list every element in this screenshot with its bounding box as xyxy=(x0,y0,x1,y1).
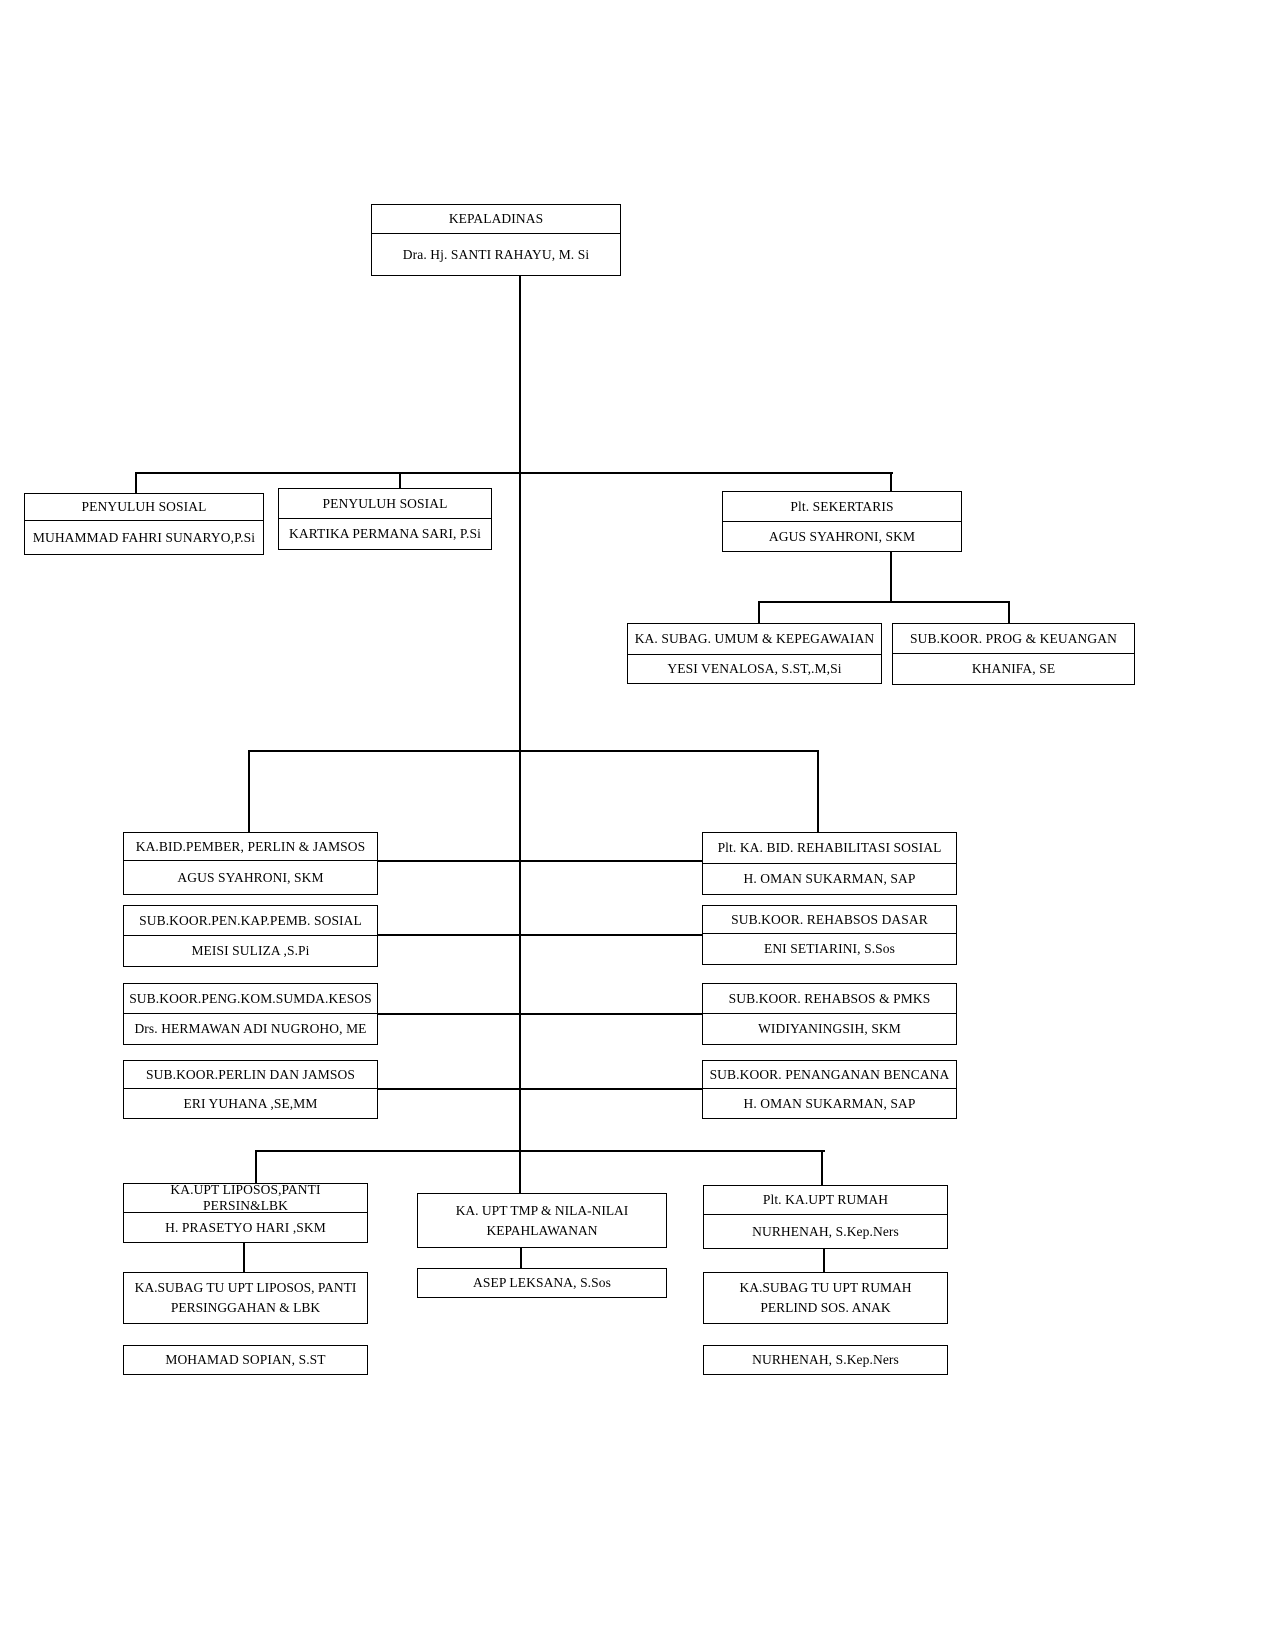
node-upt-liposos: KA.UPT LIPOSOS,PANTI PERSIN&LBK H. PRASET… xyxy=(123,1182,368,1243)
person-name: KHANIFA, SE xyxy=(971,661,1056,677)
connector-line xyxy=(519,276,521,1193)
person-name: Drs. HERMAWAN ADI NUGROHO, ME xyxy=(134,1021,367,1037)
connector-line xyxy=(758,601,1010,603)
node-subag-tu-rumah: KA.SUBAG TU UPT RUMAH PERLIND SOS. ANAK xyxy=(703,1272,948,1324)
position-title: KA.BID.PEMBER, PERLIN & JAMSOS xyxy=(124,833,377,861)
position-title: Plt. SEKERTARIS xyxy=(723,492,961,522)
node-subag-umum: KA. SUBAG. UMUM & KEPEGAWAIAN YESI VENALO… xyxy=(627,623,882,684)
connector-line xyxy=(378,1088,704,1090)
position-title: KA. SUBAG. UMUM & KEPEGAWAIAN xyxy=(628,624,881,655)
person-name: MUHAMMAD FAHRI SUNARYO,P.Si xyxy=(32,529,256,545)
position-title-multiline: KA.SUBAG TU UPT LIPOSOS, PANTI PERSINGGAH… xyxy=(124,1273,367,1323)
connector-line xyxy=(255,1150,825,1152)
node-sekertaris: Plt. SEKERTARIS AGUS SYAHRONI, SKM xyxy=(722,491,962,552)
position-title: SUB.KOOR. PENANGANAN BENCANA xyxy=(703,1061,956,1089)
person-name: KARTIKA PERMANA SARI, P.Si xyxy=(289,526,481,542)
node-upt-tmp: KA. UPT TMP & NILA-NILAI KEPAHLAWANAN xyxy=(417,1193,667,1248)
person-name: AGUS SYAHRONI, SKM xyxy=(768,528,916,544)
position-title: SUB.KOOR.PERLIN DAN JAMSOS xyxy=(124,1061,377,1089)
node-subkoor-perlin: SUB.KOOR.PERLIN DAN JAMSOS ERI YUHANA ,SE… xyxy=(123,1060,378,1119)
person-name: NURHENAH, S.Kep.Ners xyxy=(752,1223,899,1239)
connector-line xyxy=(378,934,704,936)
connector-line xyxy=(817,750,819,834)
position-title: SUB.KOOR. REHABSOS DASAR xyxy=(703,906,956,934)
node-asep: ASEP LEKSANA, S.Sos xyxy=(417,1268,667,1298)
node-kabid-rehab: Plt. KA. BID. REHABILITASI SOSIAL H. OMAN… xyxy=(702,832,957,895)
connector-line xyxy=(378,860,704,862)
position-title: KEPALADINAS xyxy=(372,205,620,234)
person-name: H. OMAN SUKARMAN, SAP xyxy=(743,871,916,887)
connector-line xyxy=(378,1013,704,1015)
title-line: KEPAHLAWANAN xyxy=(486,1222,598,1238)
connector-line xyxy=(135,472,137,495)
connector-line xyxy=(248,750,819,752)
node-mohamad: MOHAMAD SOPIAN, S.ST xyxy=(123,1345,368,1375)
connector-line xyxy=(243,1241,245,1274)
position-title: SUB.KOOR. REHABSOS & PMKS xyxy=(703,984,956,1014)
node-subkoor-pengkom: SUB.KOOR.PENG.KOM.SUMDA.KESOS Drs. HERMAW… xyxy=(123,983,378,1045)
position-title: PENYULUH SOSIAL xyxy=(25,494,263,521)
person-name: AGUS SYAHRONI, SKM xyxy=(177,869,324,885)
person-name: WIDIYANINGSIH, SKM xyxy=(758,1021,901,1037)
connector-line xyxy=(135,472,893,474)
position-title: Plt. KA. BID. REHABILITASI SOSIAL xyxy=(703,833,956,864)
person-name: H. OMAN SUKARMAN, SAP xyxy=(743,1095,916,1111)
node-subkoor-rehabsos-pmks: SUB.KOOR. REHABSOS & PMKS WIDIYANINGSIH, … xyxy=(702,983,957,1045)
position-title: SUB.KOOR.PENG.KOM.SUMDA.KESOS xyxy=(124,984,377,1014)
connector-line xyxy=(823,1247,825,1274)
person-name: Dra. Hj. SANTI RAHAYU, M. Si xyxy=(402,246,590,262)
node-penyuluh2: PENYULUH SOSIAL KARTIKA PERMANA SARI, P.S… xyxy=(278,488,492,550)
node-subkoor-rehabsos-dasar: SUB.KOOR. REHABSOS DASAR ENI SETIARINI, S… xyxy=(702,905,957,965)
node-subkoor-penkap: SUB.KOOR.PEN.KAP.PEMB. SOSIAL MEISI SULIZ… xyxy=(123,905,378,967)
connector-line xyxy=(758,601,760,625)
person-name: MOHAMAD SOPIAN, S.ST xyxy=(165,1352,326,1368)
node-kabid-pember: KA.BID.PEMBER, PERLIN & JAMSOS AGUS SYAHR… xyxy=(123,832,378,895)
node-subkoor-bencana: SUB.KOOR. PENANGANAN BENCANA H. OMAN SUKA… xyxy=(702,1060,957,1119)
position-title: Plt. KA.UPT RUMAH xyxy=(704,1186,947,1215)
title-line: KA. UPT TMP & NILA-NILAI xyxy=(455,1202,629,1218)
position-title: SUB.KOOR.PEN.KAP.PEMB. SOSIAL xyxy=(124,906,377,936)
position-title: KA.UPT LIPOSOS,PANTI PERSIN&LBK xyxy=(124,1182,367,1213)
connector-line xyxy=(399,472,401,490)
position-title: SUB.KOOR. PROG & KEUANGAN xyxy=(893,624,1134,654)
connector-line xyxy=(890,550,892,603)
person-name: ENI SETIARINI, S.Sos xyxy=(763,941,895,957)
node-subag-tu-liposos: KA.SUBAG TU UPT LIPOSOS, PANTI PERSINGGAH… xyxy=(123,1272,368,1324)
node-nurhenah: NURHENAH, S.Kep.Ners xyxy=(703,1345,948,1375)
position-title: PENYULUH SOSIAL xyxy=(279,489,491,519)
person-name: YESI VENALOSA, S.ST,.M,Si xyxy=(667,661,842,677)
person-name: ERI YUHANA ,SE,MM xyxy=(183,1095,318,1111)
connector-line xyxy=(1008,601,1010,625)
title-line: KA.SUBAG TU UPT RUMAH xyxy=(739,1280,912,1295)
connector-line xyxy=(255,1150,257,1185)
title-line: PERLIND SOS. ANAK xyxy=(760,1300,891,1315)
person-name: MEISI SULIZA ,S.Pi xyxy=(191,943,310,959)
connector-line xyxy=(821,1150,823,1187)
position-title-multiline: KA.SUBAG TU UPT RUMAH PERLIND SOS. ANAK xyxy=(704,1273,947,1323)
position-title-multiline: KA. UPT TMP & NILA-NILAI KEPAHLAWANAN xyxy=(418,1194,666,1247)
title-line: KA.SUBAG TU UPT LIPOSOS, PANTI xyxy=(134,1280,357,1295)
connector-line xyxy=(248,750,250,834)
person-name: ASEP LEKSANA, S.Sos xyxy=(473,1275,611,1291)
person-name: H. PRASETYO HARI ,SKM xyxy=(165,1219,326,1235)
node-subkoor-prog: SUB.KOOR. PROG & KEUANGAN KHANIFA, SE xyxy=(892,623,1135,685)
node-kepala: KEPALADINAS Dra. Hj. SANTI RAHAYU, M. Si xyxy=(371,204,621,276)
connector-line xyxy=(520,1248,522,1270)
connector-line xyxy=(890,472,892,493)
node-upt-rumah: Plt. KA.UPT RUMAH NURHENAH, S.Kep.Ners xyxy=(703,1185,948,1249)
node-penyuluh1: PENYULUH SOSIAL MUHAMMAD FAHRI SUNARYO,P.… xyxy=(24,493,264,555)
person-name: NURHENAH, S.Kep.Ners xyxy=(752,1352,899,1368)
title-line: PERSINGGAHAN & LBK xyxy=(170,1300,321,1315)
